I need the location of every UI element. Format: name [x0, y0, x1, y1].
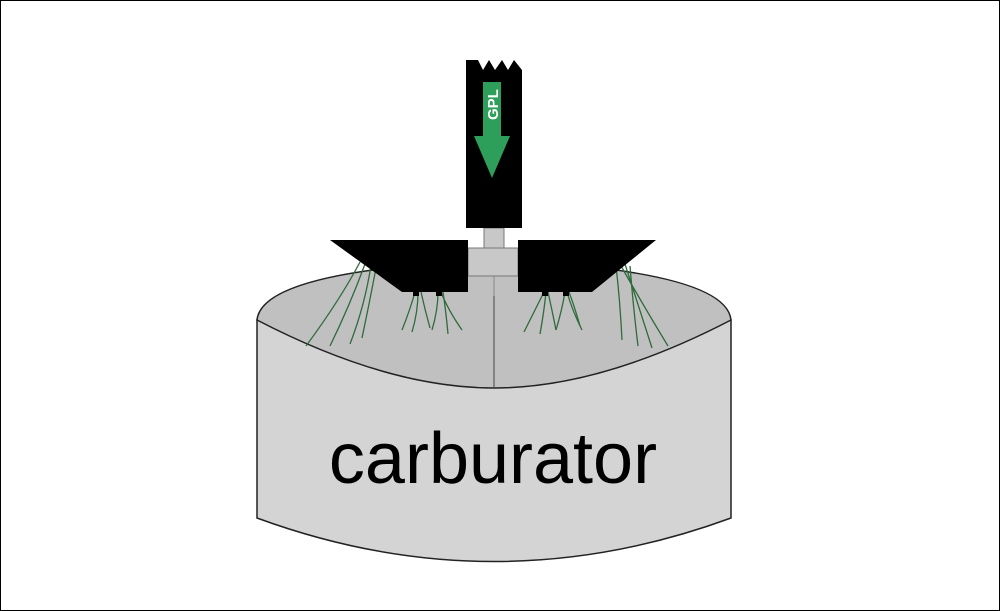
down-arrow-icon	[474, 82, 510, 178]
fitting-base	[467, 247, 519, 277]
carburator-body-side	[256, 319, 732, 563]
carburator-label: carburator	[329, 419, 657, 499]
gas-label: GPL	[485, 89, 502, 120]
nozzle-right-1	[542, 288, 548, 296]
nozzle-left-1	[413, 288, 419, 296]
fitting-neck	[483, 227, 505, 249]
spreader-right	[518, 240, 656, 292]
nozzle-left-2	[436, 288, 442, 296]
spreader-left	[330, 240, 468, 292]
nozzle-right-2	[563, 288, 569, 296]
